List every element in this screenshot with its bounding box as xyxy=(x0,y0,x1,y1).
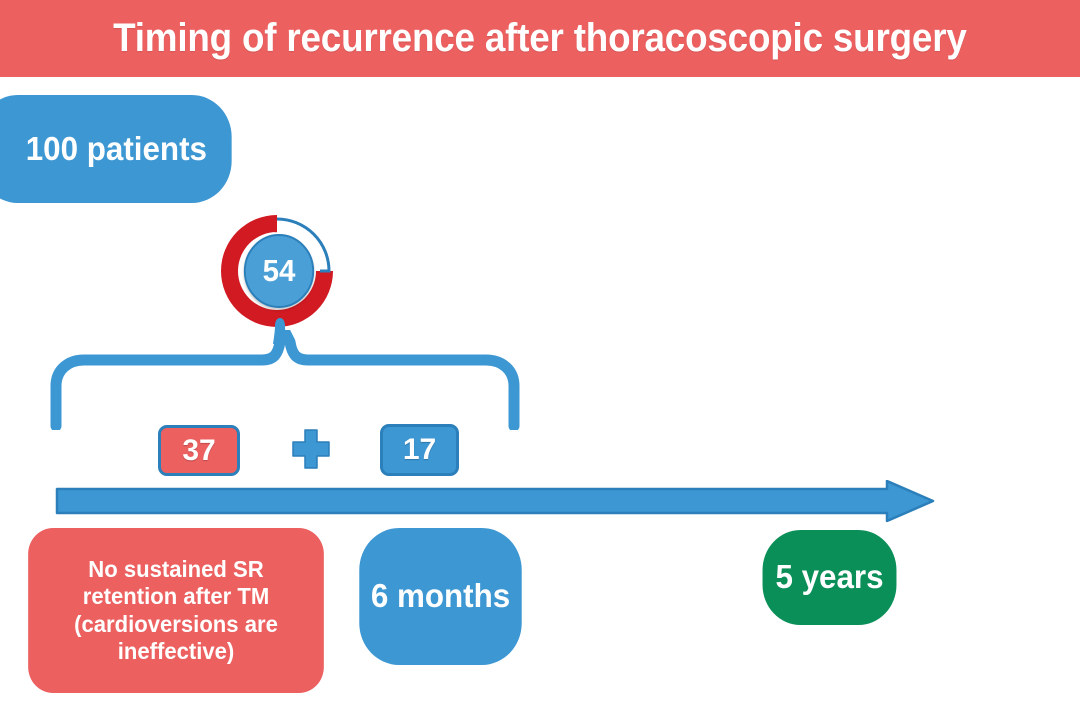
timeline-midpoint-label: 6 months xyxy=(370,577,511,615)
timeline-end-label: 5 years xyxy=(775,558,884,596)
recurrence-value: 54 xyxy=(262,253,296,288)
plus-icon xyxy=(292,429,330,469)
recurrence-donut: 54 xyxy=(219,212,343,330)
badge-six-months-to-five-years: 17 xyxy=(380,424,459,476)
grouping-brace xyxy=(50,330,520,430)
page-title: Timing of recurrence after thoracoscopic… xyxy=(113,16,967,60)
badge-17-label: 17 xyxy=(402,433,437,466)
badge-before-six-months: 37 xyxy=(158,425,240,476)
cohort-box: 100 patients xyxy=(0,95,232,203)
title-bar: Timing of recurrence after thoracoscopic… xyxy=(0,0,1080,77)
timeline-start-note-text: No sustained SR retention after TM (card… xyxy=(74,556,278,664)
timeline-start-note: No sustained SR retention after TM (card… xyxy=(28,528,324,693)
badge-37-label: 37 xyxy=(182,433,216,467)
recurrence-value-circle: 54 xyxy=(243,234,315,308)
timeline-end-box: 5 years xyxy=(762,530,897,625)
timeline-arrow-icon xyxy=(55,480,935,522)
timeline-midpoint-box: 6 months xyxy=(359,528,522,665)
cohort-label: 100 patients xyxy=(25,129,207,167)
